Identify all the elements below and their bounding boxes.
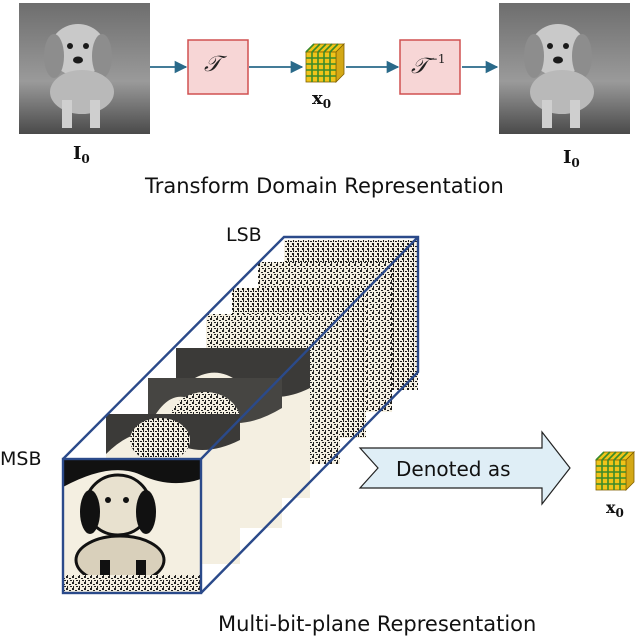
coeff-label-top: x0 xyxy=(312,88,331,111)
bottom-caption: Multi-bit-plane Representation xyxy=(218,612,536,636)
output-image xyxy=(499,3,630,134)
input-image-label: I0 xyxy=(73,143,90,166)
msb-label: MSB xyxy=(0,448,42,470)
denoted-as-text: Denoted as xyxy=(396,457,511,481)
coeff-cube-top xyxy=(306,44,344,82)
top-caption: Transform Domain Representation xyxy=(145,174,504,198)
transform-symbol: 𝒯 xyxy=(204,52,221,77)
output-image-label: I0 xyxy=(563,147,580,170)
inverse-transform-symbol: 𝒯−1 xyxy=(411,52,446,79)
coeff-label-bottom: x0 xyxy=(606,498,624,520)
lsb-label: LSB xyxy=(226,224,262,246)
bit-plane-stack xyxy=(63,237,418,593)
input-image xyxy=(19,3,150,134)
coeff-cube-bottom xyxy=(596,452,634,490)
